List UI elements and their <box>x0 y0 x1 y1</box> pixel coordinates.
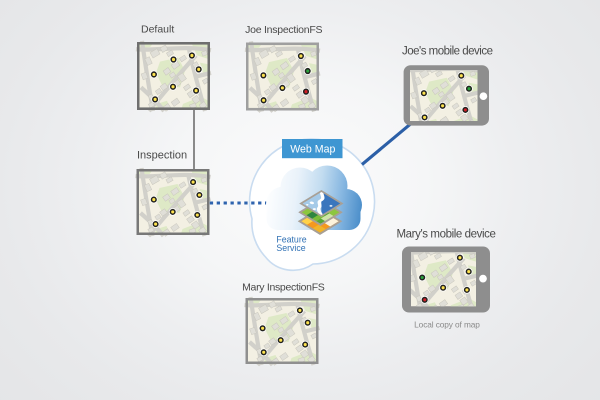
svg-text:Web Map: Web Map <box>290 144 335 156</box>
svg-text:Joe InspectionFS: Joe InspectionFS <box>245 24 322 36</box>
svg-text:Feature: Feature <box>276 234 306 244</box>
svg-text:Local copy of map: Local copy of map <box>414 320 480 330</box>
svg-text:Joe's mobile device: Joe's mobile device <box>402 46 493 58</box>
svg-text:Inspection: Inspection <box>137 150 187 162</box>
svg-text:Mary's mobile device: Mary's mobile device <box>397 229 496 241</box>
svg-text:Service: Service <box>276 243 305 253</box>
svg-text:Default: Default <box>141 24 174 36</box>
svg-text:Mary InspectionFS: Mary InspectionFS <box>242 282 325 294</box>
